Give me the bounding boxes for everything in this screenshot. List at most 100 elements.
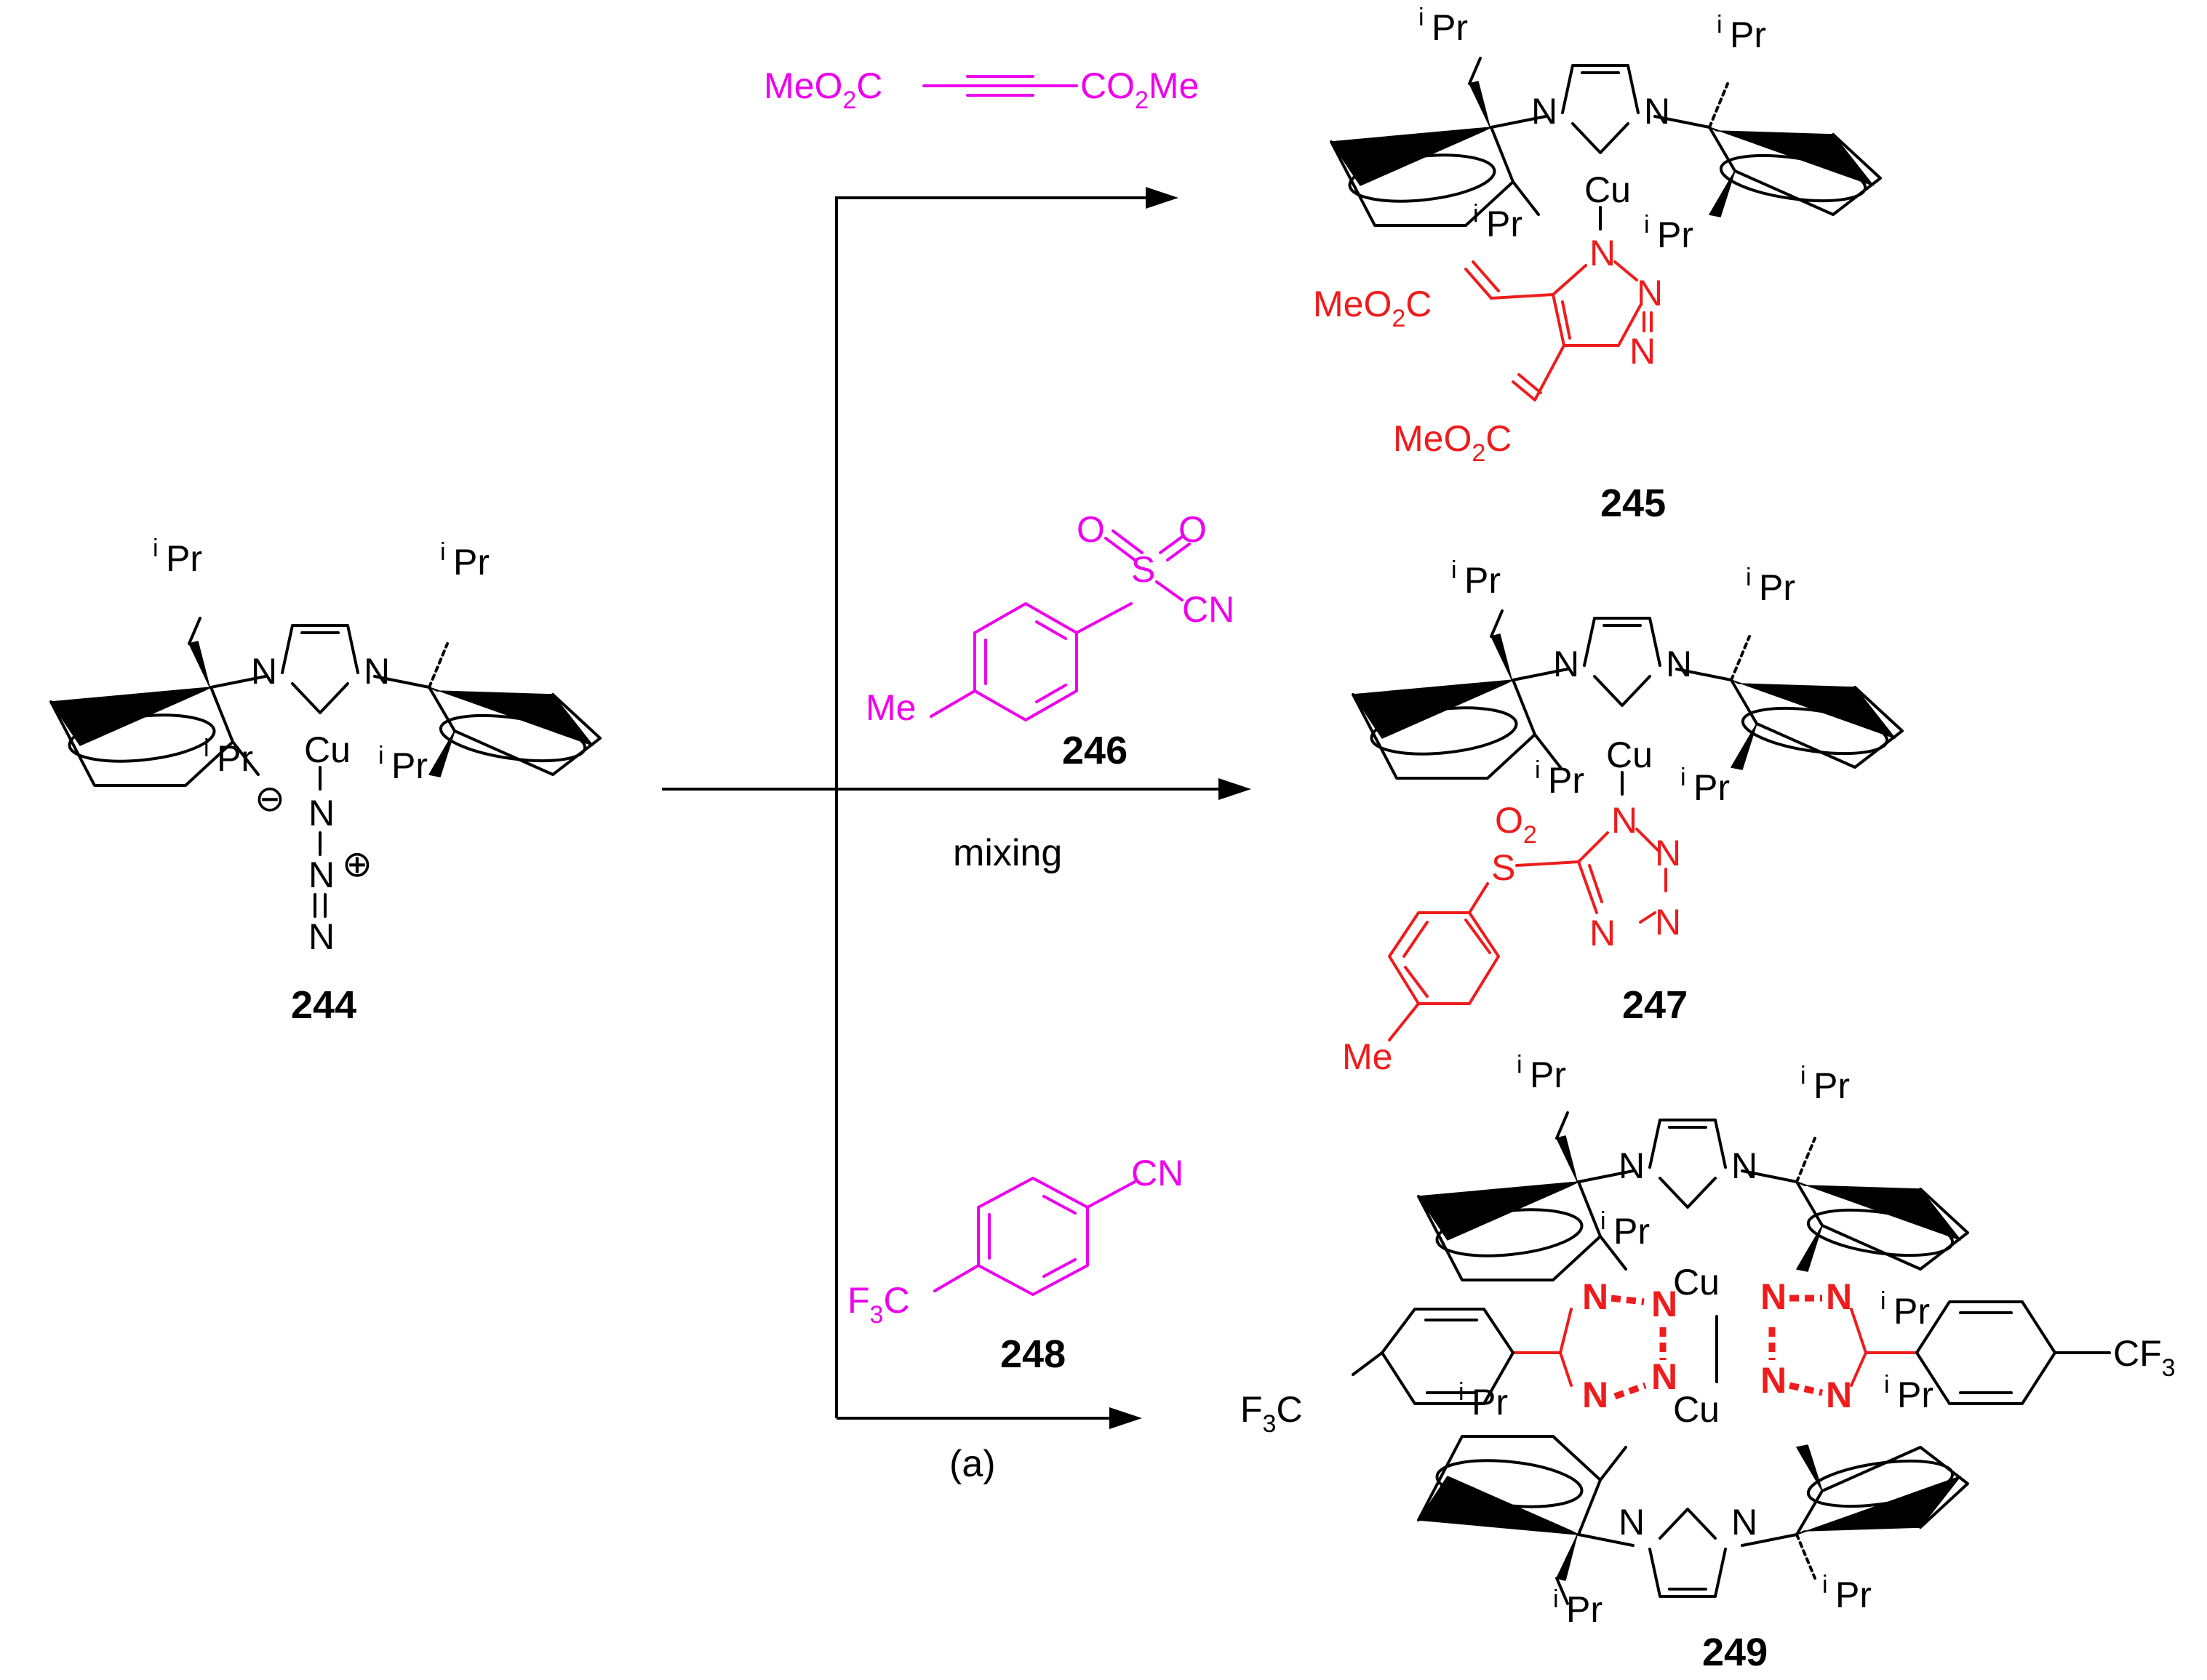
compound-number: 244 [291,983,356,1027]
reagent-246: S O O CN Me 246 [866,509,1234,772]
svg-text:N: N [1629,331,1656,372]
svg-text:CO2Me: CO2Me [1080,65,1199,114]
svg-text:Me: Me [1342,1036,1392,1077]
svg-text:Pr: Pr [1813,1065,1850,1106]
atom-Cu: Cu [304,729,351,770]
plus-charge: ⊕ [342,844,372,884]
svg-text:Pr: Pr [1464,560,1501,601]
ipr-label: i Pr [1458,1378,1508,1423]
svg-text:N: N [1731,1145,1757,1186]
svg-text:i: i [204,735,209,762]
svg-text:N: N [1619,1502,1645,1543]
svg-text:Pr: Pr [391,745,428,786]
svg-text:MeO2C: MeO2C [1313,284,1432,332]
ipr-label: i Pr [153,535,202,579]
svg-text:N: N [1731,1502,1757,1543]
svg-text:Pr: Pr [1472,1382,1508,1423]
svg-text:MeO2C: MeO2C [764,65,882,114]
svg-text:Pr: Pr [1835,1575,1872,1615]
tolyl-ring [1388,882,1500,1041]
reagent-dmad: MeO2C CO2Me [764,65,1199,114]
svg-text:N: N [1582,1276,1608,1317]
svg-text:Pr: Pr [217,738,253,779]
svg-text:F3C: F3C [1240,1389,1303,1438]
svg-text:N: N [1611,800,1637,841]
compound-number: 246 [1062,729,1128,772]
svg-text:i: i [1451,556,1457,584]
svg-text:N: N [1589,233,1616,273]
atom-O: O [1077,509,1105,550]
compound-number: 245 [1600,481,1666,525]
svg-text:N: N [1826,1276,1852,1317]
svg-text:i: i [1418,4,1424,31]
atom-S: S [1131,549,1155,590]
svg-text:Cu: Cu [1673,1262,1720,1303]
atom-O: O [1178,509,1207,550]
atom-N: N [251,651,277,692]
tetrazole-left: N N N N [1512,1276,1677,1415]
svg-text:Pr: Pr [453,542,490,583]
svg-text:i: i [1680,764,1686,791]
azide-N3: N [308,916,335,957]
svg-text:i: i [1822,1571,1828,1599]
svg-text:i: i [1880,1287,1886,1315]
svg-text:i: i [1535,756,1541,784]
condition-a: (a) [949,1443,996,1485]
compound-number: 249 [1702,1631,1768,1674]
svg-text:N: N [1651,1356,1677,1397]
svg-text:Cu: Cu [1584,169,1631,210]
minus-charge: ⊖ [255,778,285,819]
ipr-label: i Pr [1680,764,1730,808]
svg-text:N: N [1760,1360,1787,1401]
svg-text:N: N [1637,273,1663,313]
ipr-label: i Pr [204,735,253,779]
reagent-248: CN F3C 248 [847,1153,1184,1376]
compound-number: 247 [1622,983,1688,1027]
svg-text:Pr: Pr [166,538,202,579]
compound-number: 248 [1000,1332,1066,1376]
ipr-label: i Pr [1746,564,1795,608]
svg-text:N: N [1666,644,1692,684]
group-CN: CN [1182,589,1234,630]
svg-text:i: i [1746,564,1752,591]
svg-text:Pr: Pr [1530,1055,1566,1095]
svg-text:CF3: CF3 [2113,1333,2176,1382]
svg-text:Pr: Pr [1693,767,1730,808]
svg-text:Pr: Pr [1759,567,1795,608]
svg-text:N: N [1760,1276,1787,1317]
svg-text:N: N [1651,1284,1677,1324]
svg-text:N: N [1655,902,1681,943]
compound-244: N N Cu N ⊖ N ⊕ N i Pr i Pr i Pr i Pr 244 [49,535,602,1027]
svg-text:F3C: F3C [847,1280,910,1329]
svg-text:N: N [1826,1375,1852,1415]
svg-text:Pr: Pr [1566,1589,1603,1630]
group-Me: Me [866,687,916,728]
svg-text:N: N [1644,91,1670,132]
triazole-ring: N N N [1464,233,1663,401]
condition-mixing: mixing [953,832,1062,874]
svg-text:O2: O2 [1495,800,1537,849]
svg-text:N: N [1553,644,1579,684]
svg-text:i: i [378,742,384,769]
svg-text:i: i [1458,1378,1464,1406]
svg-text:i: i [1553,1585,1559,1613]
svg-text:i: i [1717,11,1723,39]
svg-text:Pr: Pr [1486,204,1522,244]
svg-text:i: i [1473,200,1479,228]
svg-text:Pr: Pr [1432,7,1468,48]
svg-text:S: S [1491,847,1515,888]
tetrazole-ring: N N N N [1515,800,1681,953]
